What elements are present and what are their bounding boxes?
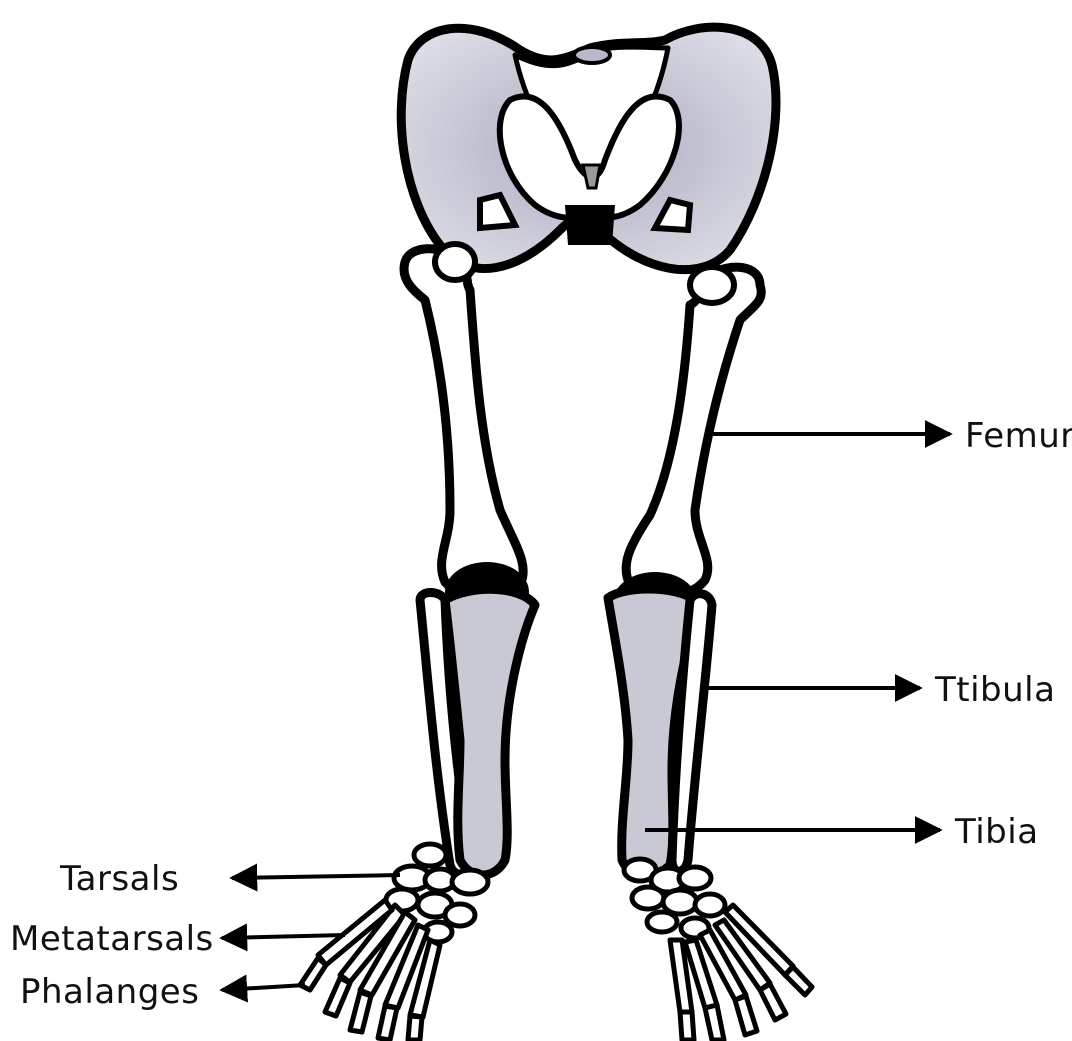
tibia-label: Tibia (954, 812, 1039, 852)
femur-left (404, 244, 523, 596)
metatarsals-arrow (222, 935, 345, 938)
tarsal (414, 844, 446, 866)
tarsal (647, 912, 677, 932)
phalanx (680, 1012, 694, 1040)
femur-label: Femur (965, 416, 1072, 456)
tarsal (445, 904, 475, 926)
phalanx (408, 1016, 422, 1040)
phalanx (325, 978, 350, 1016)
phalanges-arrow (222, 985, 305, 990)
phalanges-label: Phalanges (20, 972, 199, 1012)
phalanx (760, 984, 786, 1020)
tarsals-arrow (232, 875, 400, 878)
phalanx (350, 992, 371, 1032)
pubic-symphysis (565, 205, 615, 245)
tarsal (679, 867, 711, 889)
tarsal (695, 894, 725, 916)
tarsal (452, 870, 488, 894)
phalanx (378, 1006, 397, 1040)
femur-right (626, 267, 761, 596)
tibia-left (445, 589, 535, 875)
phalanx (735, 996, 757, 1035)
phalanx (705, 1005, 724, 1040)
pelvis (401, 27, 776, 269)
tarsals-label: Tarsals (59, 859, 179, 899)
femur-left-head (435, 244, 475, 280)
fibula-label: Ttibula (934, 670, 1055, 710)
phalanx (785, 967, 812, 995)
metatarsals-label: Metatarsals (10, 919, 214, 959)
femur-right-head (690, 267, 734, 303)
lower-leg-left (420, 589, 535, 875)
lower-leg-right (608, 589, 712, 876)
sacral-promontory (574, 47, 610, 63)
foot-right (624, 859, 812, 1040)
tarsal (632, 887, 664, 909)
